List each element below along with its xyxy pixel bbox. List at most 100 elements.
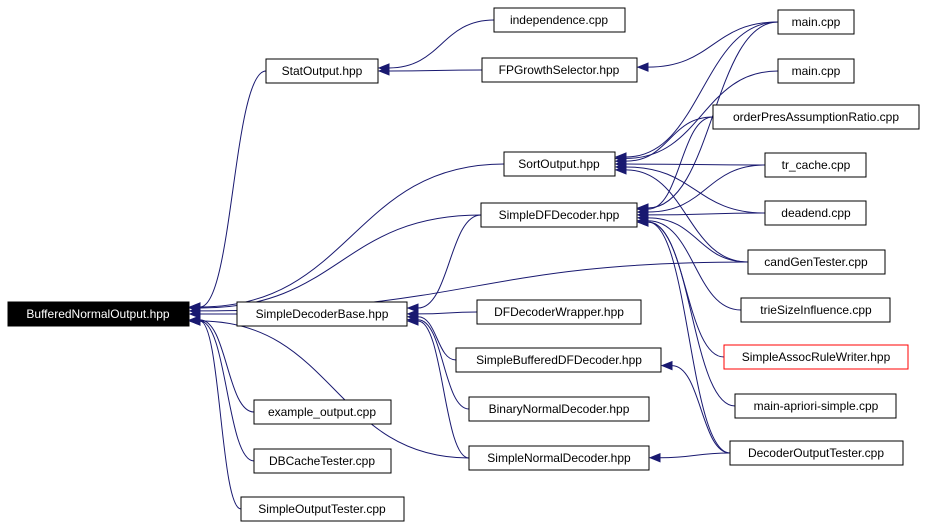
edge-arrowhead [406, 303, 419, 313]
edge-line [625, 166, 766, 214]
edge-arrowhead [660, 360, 673, 371]
edge-line [417, 311, 478, 315]
node-label: DBCacheTester.cpp [269, 454, 375, 468]
edge-line [647, 221, 731, 454]
dependency-edge [614, 165, 749, 263]
edge-line [647, 221, 725, 358]
node-orderpresassumptionratio[interactable]: orderPresAssumptionRatio.cpp [712, 104, 920, 130]
node-label: main.cpp [792, 15, 841, 29]
dependency-edge [636, 217, 731, 454]
dependency-edge [377, 66, 483, 76]
edge-line [647, 212, 766, 216]
edge-line [199, 320, 242, 510]
edge-line [199, 70, 267, 308]
node-label: deadend.cpp [781, 206, 851, 220]
edge-line [417, 320, 470, 459]
edge-arrowhead [614, 165, 627, 175]
dependency-edge [636, 217, 725, 358]
edge-line [199, 320, 470, 459]
node-simpledfdecoder[interactable]: SimpleDFDecoder.hpp [480, 202, 638, 228]
node-fpgrowthselector[interactable]: FPGrowthSelector.hpp [481, 57, 638, 83]
node-dfdecoderwrapper[interactable]: DFDecoderWrapper.hpp [476, 299, 642, 325]
node-simpledecoderbase[interactable]: SimpleDecoderBase.hpp [236, 301, 408, 327]
dependency-edge [188, 70, 267, 312]
edges-layer [188, 19, 779, 510]
dependency-edge [648, 452, 731, 463]
edge-line [647, 116, 714, 210]
node-deadend[interactable]: deadend.cpp [764, 200, 867, 226]
node-main-cpp-1[interactable]: main.cpp [777, 9, 855, 35]
node-candgentester[interactable]: candGenTester.cpp [747, 249, 886, 275]
node-statoutput[interactable]: StatOutput.hpp [265, 58, 379, 84]
node-label: main-apriori-simple.cpp [754, 399, 879, 413]
edge-line [417, 316, 457, 361]
dependency-edge [614, 162, 766, 214]
edge-line [647, 220, 742, 311]
node-label: SimpleOutputTester.cpp [258, 502, 386, 516]
edge-line [647, 164, 766, 213]
edge-line [199, 214, 482, 309]
edge-line [625, 169, 749, 263]
edge-line [625, 163, 766, 166]
edge-line [199, 320, 255, 462]
edge-line [659, 452, 731, 459]
node-dbcachetester[interactable]: DBCacheTester.cpp [253, 448, 392, 474]
edge-arrowhead [406, 316, 419, 326]
edge-arrowhead [188, 306, 201, 316]
dependency-edge [188, 315, 255, 413]
node-label: DecoderOutputTester.cpp [748, 446, 884, 460]
node-main-cpp-2[interactable]: main.cpp [777, 58, 855, 84]
node-bufferednormaloutput[interactable]: BufferedNormalOutput.hpp [7, 301, 190, 327]
edge-line [417, 319, 470, 410]
edge-line [671, 365, 731, 454]
node-label: trieSizeInfluence.cpp [760, 303, 872, 317]
node-example-output[interactable]: example_output.cpp [253, 399, 392, 425]
node-triesizeinfluence[interactable]: trieSizeInfluence.cpp [740, 297, 891, 323]
node-simplebuffereddfdecoder[interactable]: SimpleBufferedDFDecoder.hpp [455, 347, 662, 373]
node-label: FPGrowthSelector.hpp [499, 63, 620, 77]
dependency-edge [636, 21, 779, 72]
edge-line [388, 19, 495, 69]
edge-arrowhead [188, 316, 201, 326]
node-simpleoutputtester[interactable]: SimpleOutputTester.cpp [240, 496, 405, 522]
dependency-edge [188, 214, 482, 313]
node-sortoutput[interactable]: SortOutput.hpp [503, 151, 616, 177]
edge-line [647, 21, 779, 68]
dependency-edge [377, 19, 495, 73]
dependency-edge [660, 360, 731, 454]
node-independence[interactable]: independence.cpp [493, 7, 626, 33]
node-label: SimpleNormalDecoder.hpp [487, 451, 631, 465]
node-label: independence.cpp [510, 13, 608, 27]
edge-arrowhead [377, 66, 390, 76]
node-label: orderPresAssumptionRatio.cpp [733, 110, 899, 124]
dependency-edge [614, 159, 766, 169]
dependency-edge [188, 316, 242, 510]
node-binarynormaldecoder[interactable]: BinaryNormalDecoder.hpp [468, 396, 650, 422]
node-label: DFDecoderWrapper.hpp [494, 305, 624, 319]
edge-line [625, 21, 779, 158]
edge-arrowhead [636, 62, 649, 72]
node-tr-cache[interactable]: tr_cache.cpp [764, 152, 867, 178]
edge-line [199, 163, 505, 308]
node-label: StatOutput.hpp [282, 64, 363, 78]
dependency-edge [406, 316, 470, 459]
edge-line [647, 221, 736, 407]
edge-line [199, 319, 255, 413]
node-simpleassocrulewriter[interactable]: SimpleAssocRuleWriter.hpp [723, 344, 909, 370]
edge-arrowhead [636, 217, 649, 227]
node-label: SimpleDecoderBase.hpp [256, 307, 389, 321]
dependency-edge [614, 21, 779, 162]
node-main-apriori-simple[interactable]: main-apriori-simple.cpp [734, 393, 897, 419]
node-label: SimpleBufferedDFDecoder.hpp [476, 353, 642, 367]
edge-line [388, 69, 483, 72]
node-label: SortOutput.hpp [518, 157, 600, 171]
node-simplenormaldecoder[interactable]: SimpleNormalDecoder.hpp [468, 445, 650, 471]
node-label: BufferedNormalOutput.hpp [26, 307, 170, 321]
node-label: SimpleDFDecoder.hpp [499, 208, 620, 222]
dependency-edge [406, 214, 482, 313]
dependency-edge [636, 164, 766, 217]
edge-line [417, 214, 482, 309]
node-decoderoutputtester[interactable]: DecoderOutputTester.cpp [729, 440, 904, 466]
dependency-edge [188, 316, 470, 459]
node-label: SimpleAssocRuleWriter.hpp [742, 350, 891, 364]
